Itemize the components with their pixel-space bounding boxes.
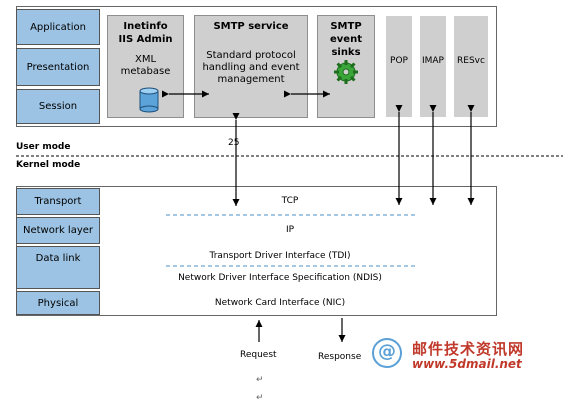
layer-network: Network layer	[16, 217, 100, 244]
nic-label: Network Card Interface (NIC)	[214, 298, 346, 308]
pillar-pop: POP	[386, 16, 412, 117]
layer-label: Application	[30, 21, 86, 33]
return-mark: ↵	[256, 393, 264, 403]
ip-label: IP	[285, 225, 295, 235]
layer-label: Physical	[37, 297, 79, 309]
tcp-label: TCP	[281, 196, 299, 206]
watermark: @ 邮件技术资讯网 www.5dmail.net	[368, 330, 563, 376]
layer-physical: Physical	[16, 291, 100, 315]
watermark-at-icon: @	[372, 338, 402, 368]
layer-data-link: Data link	[16, 246, 100, 289]
watermark-url: www.5dmail.net	[412, 357, 522, 371]
layer-label: Transport	[34, 196, 82, 207]
kernel-mode-label: Kernel mode	[16, 160, 81, 170]
smtp-service-box: SMTP service Standard protocol handling …	[194, 15, 308, 118]
layer-label: Presentation	[26, 61, 90, 73]
ndis-label: Network Driver Interface Specification (…	[178, 273, 382, 283]
layer-transport: Transport	[16, 188, 100, 215]
request-label: Request	[240, 350, 277, 360]
smtp-service-title: SMTP service	[213, 21, 289, 32]
pillar-label: IMAP	[421, 56, 444, 66]
database-icon	[139, 87, 159, 113]
layer-application: Application	[16, 9, 100, 45]
layer-presentation: Presentation	[16, 48, 100, 86]
inetinfo-box: Inetinfo IIS Admin XML metabase	[107, 15, 184, 118]
layer-label: Session	[38, 101, 78, 112]
pillar-resvc: RESvc	[454, 16, 488, 117]
user-mode-label: User mode	[16, 142, 71, 152]
pillar-imap: IMAP	[420, 16, 446, 117]
smtp-service-body: Standard protocol handling and event man…	[202, 50, 300, 85]
layer-session: Session	[16, 89, 100, 124]
layer-label: Data link	[35, 253, 81, 264]
return-mark: ↵	[256, 375, 264, 385]
event-sinks-title: SMTP event sinks	[330, 21, 362, 58]
gear-icon	[334, 60, 358, 84]
response-label: Response	[318, 352, 362, 362]
watermark-title: 邮件技术资讯网	[412, 340, 525, 358]
inetinfo-title: Inetinfo IIS Admin	[118, 21, 173, 45]
tdi-label: Transport Driver Interface (TDI)	[209, 251, 351, 261]
inetinfo-body: XML metabase	[120, 54, 171, 77]
pillar-label: POP	[390, 56, 408, 66]
layer-label: Network layer	[22, 225, 94, 236]
pillar-label: RESvc	[457, 56, 485, 66]
